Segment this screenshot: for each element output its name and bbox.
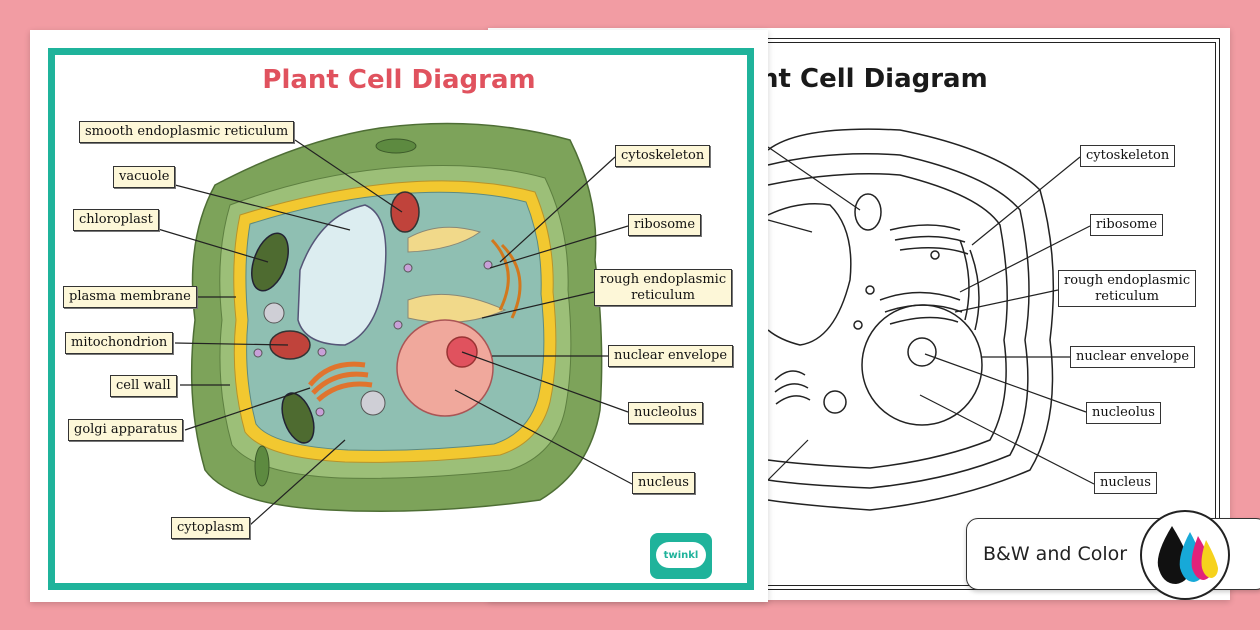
leader-chloroplast bbox=[157, 228, 269, 263]
bw-nucleolus bbox=[907, 337, 937, 367]
bw-leader-nucleus bbox=[919, 394, 1095, 485]
bw-leader-left-2 bbox=[767, 219, 813, 233]
leader-vacuole bbox=[174, 184, 351, 231]
mitochondrion bbox=[390, 191, 420, 233]
vesicle bbox=[263, 302, 285, 324]
bw-leader-left-1 bbox=[767, 146, 861, 211]
bw-leader-nucleolus bbox=[924, 353, 1087, 413]
twinkl-cloud-shape: twinkl bbox=[656, 542, 706, 568]
bw-cytoskeleton bbox=[959, 239, 980, 331]
pit bbox=[254, 445, 270, 487]
ribosome bbox=[403, 263, 413, 273]
leader-cytoskeleton bbox=[499, 156, 616, 263]
yellow-drop-icon bbox=[1201, 540, 1218, 578]
color-title: Plant Cell Diagram bbox=[262, 65, 536, 95]
leader-nucleus bbox=[454, 389, 633, 485]
label-nuclear-envelope: nuclear envelope bbox=[608, 345, 734, 367]
label-golgi: golgi apparatus bbox=[68, 419, 184, 441]
bw-label-rough-er-line2: reticulum bbox=[1095, 288, 1159, 304]
golgi bbox=[308, 361, 373, 402]
bw-vesicle bbox=[853, 320, 863, 330]
bw-label-rough-er: rough endoplasmic reticulum bbox=[1058, 270, 1196, 308]
label-rough-er-line1: rough endoplasmic bbox=[600, 272, 727, 287]
label-nucleus: nucleus bbox=[632, 472, 695, 494]
ribosome bbox=[317, 347, 327, 357]
bw-leader-left-3 bbox=[767, 439, 809, 481]
leader-ribosome bbox=[489, 225, 629, 269]
chloroplast bbox=[251, 232, 289, 292]
bw-label-nucleus: nucleus bbox=[1094, 472, 1157, 494]
leader-cytoplasm bbox=[249, 439, 346, 526]
label-cytoskeleton: cytoskeleton bbox=[615, 145, 711, 167]
label-cell-wall: cell wall bbox=[110, 375, 177, 397]
twinkl-logo: twinkl bbox=[650, 533, 712, 579]
label-ribosome: ribosome bbox=[628, 214, 702, 236]
bw-leader-cytoskeleton bbox=[971, 156, 1081, 246]
ribosome bbox=[315, 407, 325, 417]
ribosome bbox=[393, 320, 403, 330]
leader-mitochondrion bbox=[174, 342, 289, 346]
bw-cell-wall-inner bbox=[767, 153, 1030, 489]
bw-label-nuclear-envelope: nuclear envelope bbox=[1070, 346, 1196, 368]
bw-cell-wall-outer bbox=[767, 128, 1055, 511]
bw-golgi bbox=[774, 370, 811, 405]
bw-vesicle bbox=[823, 390, 847, 414]
vesicle bbox=[360, 390, 386, 416]
smooth-er bbox=[407, 226, 482, 253]
label-plasma-membrane: plasma membrane bbox=[63, 286, 197, 308]
cytoskeleton-fiber bbox=[490, 238, 522, 319]
label-nucleolus: nucleolus bbox=[628, 402, 703, 424]
label-rough-er: rough endoplasmic reticulum bbox=[594, 269, 732, 307]
bw-vesicle bbox=[865, 285, 875, 295]
color-frame bbox=[48, 48, 754, 590]
twinkl-logo-text: twinkl bbox=[663, 550, 699, 561]
vacuole bbox=[297, 204, 387, 346]
label-rough-er-line2: reticulum bbox=[631, 287, 695, 303]
label-smooth-er: smooth endoplasmic reticulum bbox=[79, 121, 295, 143]
label-vacuole: vacuole bbox=[113, 166, 176, 188]
ink-drops-icon bbox=[1140, 510, 1230, 600]
leader-rough-er bbox=[481, 291, 595, 319]
chloroplast bbox=[281, 392, 315, 444]
badge-text: B&W and Color bbox=[983, 543, 1128, 565]
bw-label-nucleolus: nucleolus bbox=[1086, 402, 1161, 424]
ink-drops-svg bbox=[1157, 526, 1218, 584]
bw-title: nt Cell Diagram bbox=[760, 64, 988, 94]
bw-leader-rough-er bbox=[954, 289, 1059, 313]
ribosome bbox=[253, 348, 263, 358]
bw-label-rough-er-line1: rough endoplasmic bbox=[1064, 273, 1191, 288]
bw-mitochondrion bbox=[854, 193, 882, 231]
leader-smooth-er bbox=[294, 139, 403, 213]
ribosome bbox=[483, 260, 493, 270]
leader-golgi bbox=[184, 387, 311, 431]
label-cytoplasm: cytoplasm bbox=[171, 517, 250, 539]
leader-nucleolus bbox=[461, 351, 629, 413]
label-chloroplast: chloroplast bbox=[73, 209, 159, 231]
bw-label-cytoskeleton: cytoskeleton bbox=[1080, 145, 1176, 167]
pit bbox=[375, 138, 417, 154]
bw-leader-ribosome bbox=[959, 225, 1091, 293]
label-mitochondrion: mitochondrion bbox=[65, 332, 174, 354]
bw-vesicle bbox=[930, 250, 940, 260]
bw-membrane bbox=[767, 173, 1008, 469]
bw-label-ribosome: ribosome bbox=[1090, 214, 1164, 236]
bw-vacuole bbox=[767, 203, 852, 346]
bw-nucleus bbox=[861, 304, 983, 426]
